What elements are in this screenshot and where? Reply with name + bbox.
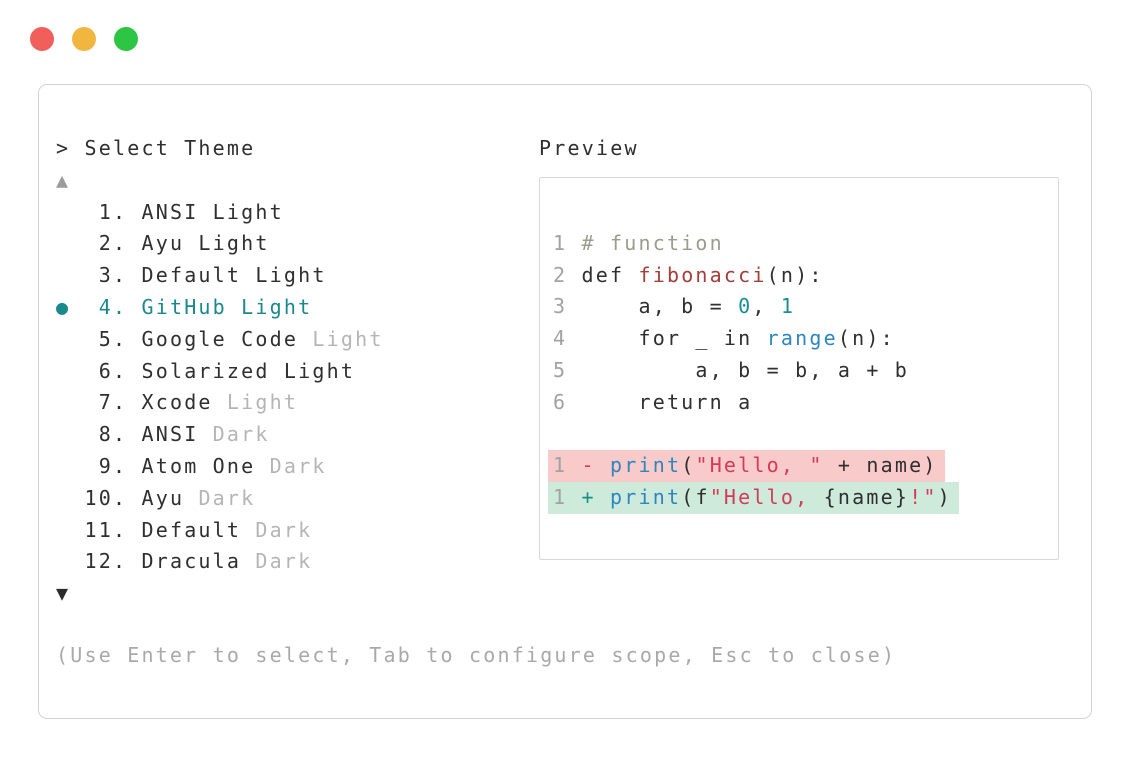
item-variant-label: Light	[298, 326, 384, 351]
theme-list-item[interactable]: 12. Dracula Dark	[56, 546, 539, 578]
prompt-chevron: >	[56, 136, 71, 160]
theme-list-item[interactable]: 2. Ayu Light	[56, 228, 539, 260]
item-label: GitHub Light	[141, 294, 313, 319]
item-number: 8.	[70, 422, 142, 447]
marker-slot	[56, 486, 70, 510]
item-number: 2.	[70, 231, 142, 256]
code-line: 6 return a	[553, 389, 753, 414]
preview-code: 1 # function 2 def fibonacci(n): 3 a, b = …	[548, 228, 1048, 514]
preview-column: Preview 1 # function 2 def fibonacci(n): 3…	[539, 133, 1061, 610]
item-label: ANSI Light	[141, 199, 284, 224]
code-line: 5 a, b = b, a + b	[553, 357, 910, 382]
item-label: Solarized Light	[141, 358, 356, 383]
keyboard-hint: (Use Enter to select, Tab to configure s…	[56, 642, 897, 667]
theme-picker-dialog: > Select Theme ▲ 1. ANSI Light 2. Ayu Li…	[38, 84, 1092, 719]
item-label: Default	[141, 517, 242, 542]
window-controls	[30, 27, 1129, 51]
item-label: Atom One	[141, 453, 256, 478]
theme-list-item[interactable]: ● 4. GitHub Light	[56, 292, 539, 324]
diff-line-minus: 1 - print("Hello, " + name)	[548, 450, 1048, 483]
item-label: Ayu Light	[141, 231, 270, 256]
theme-list-item[interactable]: 10. Ayu Dark	[56, 483, 539, 515]
marker-slot	[56, 422, 70, 446]
marker-slot	[56, 518, 70, 542]
marker-slot	[56, 359, 70, 383]
item-label: Google Code	[141, 326, 299, 351]
item-number: 4.	[70, 294, 142, 319]
theme-list-item[interactable]: 8. ANSI Dark	[56, 419, 539, 451]
theme-list-item[interactable]: 3. Default Light	[56, 260, 539, 292]
theme-list-item[interactable]: 7. Xcode Light	[56, 387, 539, 419]
page-title: Select Theme	[84, 136, 256, 160]
marker-slot	[56, 200, 70, 224]
item-label: Dracula	[141, 549, 242, 574]
code-line	[553, 419, 1048, 451]
marker-slot	[56, 327, 70, 351]
item-variant-label: Light	[212, 390, 299, 415]
theme-list-item[interactable]: 5. Google Code Light	[56, 324, 539, 356]
item-number: 12.	[70, 549, 142, 574]
marker-slot	[56, 263, 70, 287]
marker-slot	[56, 231, 70, 255]
diff-line-plus: 1 + print(f"Hello, {name}!")	[548, 482, 1048, 514]
theme-list-item[interactable]: 9. Atom One Dark	[56, 451, 539, 483]
dialog-title: > Select Theme	[56, 133, 539, 165]
code-line: 1 # function	[553, 230, 724, 255]
close-button[interactable]	[30, 27, 54, 51]
item-variant-label: Dark	[241, 517, 313, 542]
marker-slot	[56, 549, 70, 573]
item-label: Default Light	[141, 263, 327, 288]
item-number: 7.	[70, 390, 142, 415]
selected-bullet-icon: ●	[56, 294, 71, 319]
zoom-button[interactable]	[114, 27, 138, 51]
item-number: 3.	[70, 263, 142, 288]
item-number: 11.	[70, 517, 142, 542]
theme-list-column: > Select Theme ▲ 1. ANSI Light 2. Ayu Li…	[56, 133, 539, 610]
theme-list-item[interactable]: 1. ANSI Light	[56, 197, 539, 229]
theme-list: 1. ANSI Light 2. Ayu Light 3. Default Li…	[56, 197, 539, 579]
item-variant-label: Dark	[184, 485, 256, 510]
theme-list-item[interactable]: 11. Default Dark	[56, 515, 539, 547]
item-number: 9.	[70, 453, 142, 478]
marker-slot	[56, 454, 70, 478]
item-label: Ayu	[141, 485, 185, 510]
theme-list-item[interactable]: 6. Solarized Light	[56, 356, 539, 388]
item-number: 5.	[70, 326, 142, 351]
preview-box: 1 # function 2 def fibonacci(n): 3 a, b = …	[539, 176, 1059, 560]
item-number: 1.	[70, 199, 142, 224]
code-line: 4 for _ in range(n):	[553, 326, 895, 351]
marker-slot	[56, 390, 70, 414]
item-label: ANSI	[141, 422, 199, 447]
item-variant-label: Dark	[198, 422, 270, 447]
code-line: 2 def fibonacci(n):	[553, 262, 824, 287]
item-variant-label: Dark	[255, 453, 327, 478]
preview-title: Preview	[539, 136, 639, 160]
item-variant-label: Dark	[241, 549, 313, 574]
scroll-up-icon[interactable]: ▲	[56, 167, 71, 192]
item-number: 6.	[70, 358, 142, 383]
scroll-down-icon[interactable]: ▼	[56, 581, 71, 606]
code-line: 3 a, b = 0, 1	[553, 294, 796, 319]
item-number: 10.	[70, 485, 142, 510]
item-label: Xcode	[141, 390, 213, 415]
minimize-button[interactable]	[72, 27, 96, 51]
